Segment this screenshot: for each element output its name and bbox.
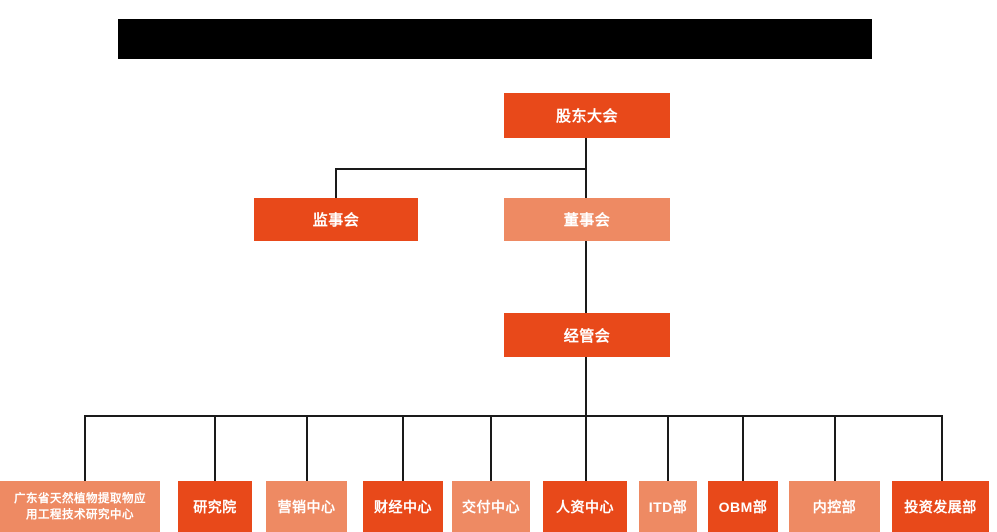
node-label-management-committee: 经管会 xyxy=(563,327,611,345)
node-delivery-center[interactable]: 交付中心 xyxy=(452,481,530,532)
node-internal-control-department[interactable]: 内控部 xyxy=(789,481,880,532)
node-board-of-directors[interactable]: 董事会 xyxy=(504,198,670,241)
node-finance-center[interactable]: 财经中心 xyxy=(363,481,443,532)
node-label-board-of-supervisors: 监事会 xyxy=(312,212,360,229)
node-hr-center[interactable]: 人资中心 xyxy=(543,481,627,532)
connector-drop-finance-center xyxy=(402,415,404,481)
node-research-institute[interactable]: 研究院 xyxy=(178,481,252,532)
node-label-internal-control-department: 内控部 xyxy=(812,498,857,515)
node-guangdong-research-center[interactable]: 广东省天然植物提取物应 用工程技术研究中心 xyxy=(0,481,160,532)
redacted-title-banner xyxy=(118,19,872,59)
connector-drop-internal-control-department xyxy=(834,415,836,481)
connector-drop-guangdong-research-center xyxy=(84,415,86,481)
node-label-delivery-center: 交付中心 xyxy=(462,498,520,515)
connector-level2-bus xyxy=(335,168,587,170)
connector-supervisors-drop xyxy=(335,168,337,198)
connector-drop-itd-department xyxy=(667,415,669,481)
connector-drop-research-institute xyxy=(214,415,216,481)
connector-directors-drop xyxy=(585,168,587,198)
node-label-marketing-center: 营销中心 xyxy=(277,498,336,515)
connector-drop-delivery-center xyxy=(490,415,492,481)
node-management-committee[interactable]: 经管会 xyxy=(504,313,670,357)
connector-drop-marketing-center xyxy=(306,415,308,481)
connector-management-down xyxy=(585,357,587,417)
node-itd-department[interactable]: ITD部 xyxy=(639,481,697,532)
connector-directors-to-management xyxy=(585,241,587,317)
node-label-obm-department: OBM部 xyxy=(718,498,768,515)
node-marketing-center[interactable]: 营销中心 xyxy=(266,481,347,532)
connector-drop-hr-center xyxy=(585,415,587,481)
node-label-board-of-directors: 董事会 xyxy=(563,212,611,229)
connector-shareholders-down xyxy=(585,138,587,169)
node-label-guangdong-research-center: 广东省天然植物提取物应 用工程技术研究中心 xyxy=(14,492,146,521)
node-investment-development-department[interactable]: 投资发展部 xyxy=(892,481,989,532)
node-label-finance-center: 财经中心 xyxy=(374,498,432,515)
node-shareholders-meeting[interactable]: 股东大会 xyxy=(504,93,670,138)
connector-drop-investment-development-department xyxy=(941,415,943,481)
connector-drop-obm-department xyxy=(742,415,744,481)
node-obm-department[interactable]: OBM部 xyxy=(708,481,778,532)
node-board-of-supervisors[interactable]: 监事会 xyxy=(254,198,418,241)
connector-department-bus xyxy=(85,415,943,417)
node-label-investment-development-department: 投资发展部 xyxy=(904,498,977,515)
node-label-research-institute: 研究院 xyxy=(193,498,237,515)
node-label-shareholders-meeting: 股东大会 xyxy=(555,108,618,125)
node-label-hr-center: 人资中心 xyxy=(556,498,614,515)
node-label-itd-department: ITD部 xyxy=(648,498,688,515)
